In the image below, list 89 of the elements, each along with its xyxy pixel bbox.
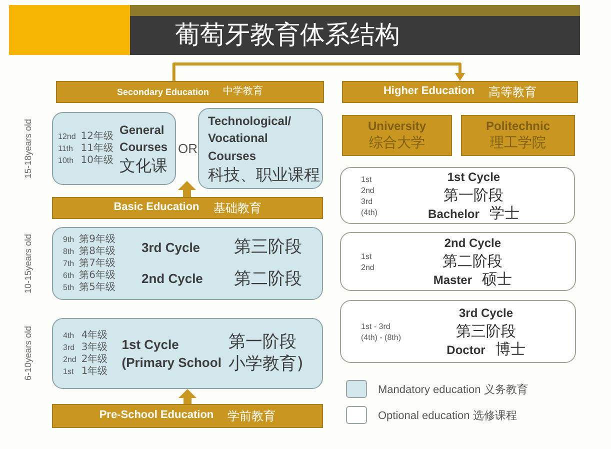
- grade-label: 1st - 3rd: [361, 320, 392, 332]
- level-bar: [342, 81, 578, 103]
- grade-label: 2nd: [361, 262, 374, 272]
- grade-label: 10年级: [80, 154, 114, 166]
- degree-name: Bachelor: [428, 206, 480, 222]
- level-title: Secondary Education: [116, 86, 210, 98]
- cycle-name: 3rd Cycle: [458, 305, 514, 322]
- level-bar: [52, 404, 323, 428]
- degree-name: 学士: [489, 204, 520, 222]
- grade-label: 12nd: [58, 130, 76, 142]
- level-title: 高等教育: [488, 84, 537, 100]
- grade-label: 9th: [63, 234, 74, 246]
- cycle-name: 第一阶段: [444, 186, 504, 204]
- legend-label: Mandatory education 义务教育: [378, 382, 528, 396]
- level-title: 基础教育: [213, 200, 262, 216]
- grade-label: 2nd: [63, 354, 76, 366]
- grade-label: 11年级: [80, 142, 114, 154]
- stage-box: [52, 227, 323, 300]
- level-title: Pre-School Education: [99, 409, 214, 423]
- grade-label: 4th: [63, 330, 76, 342]
- level-title: 中学教育: [223, 86, 264, 98]
- course-name: General Courses: [120, 122, 169, 156]
- grade-label: 2年级: [81, 354, 108, 366]
- grade-label: 10th: [58, 154, 75, 166]
- degree-box: [340, 232, 576, 291]
- cycle-name: 第二阶段: [442, 252, 503, 270]
- grade-label: 5th: [63, 282, 74, 294]
- grade-label: 3rd: [63, 342, 76, 354]
- level-bar: [52, 197, 323, 219]
- cycle-name: 第一阶段小学教育): [228, 332, 304, 375]
- grade-label: 第9年级: [79, 234, 116, 246]
- grade-label: 第5年级: [79, 282, 116, 294]
- institution-name: 理工学院: [490, 134, 546, 152]
- cycle-name: 第二阶段: [234, 268, 302, 290]
- grade-label: 8th: [63, 246, 74, 258]
- stage-box: [52, 112, 176, 185]
- grade-label: 1年级: [81, 366, 108, 378]
- level-title: Basic Education: [114, 201, 200, 215]
- institution-name: University: [368, 118, 426, 134]
- level-title: Higher Education: [383, 85, 475, 99]
- grade-label: 6th: [63, 270, 74, 282]
- institution-box: [461, 115, 575, 156]
- grade-label: (4th) - (8th): [361, 332, 402, 342]
- course-name: 文化课: [120, 156, 168, 176]
- age-label: 10-15years old: [24, 234, 34, 294]
- or-label: OR: [178, 142, 198, 155]
- grade-label: 3rd: [361, 196, 374, 206]
- age-label: 15-18years old: [24, 119, 34, 179]
- stage-box: [198, 108, 323, 189]
- grade-label: (4th): [361, 206, 378, 218]
- cycle-name: 3rd Cycle: [142, 239, 200, 257]
- block-arrow: [178, 181, 196, 197]
- institution-box: [342, 115, 452, 156]
- cycle-name: 1st Cycle (Primary School: [122, 336, 222, 372]
- course-name: Technological/ Vocational Courses: [208, 112, 292, 165]
- connector-arrow: [172, 62, 465, 81]
- grade-label: 第6年级: [79, 270, 116, 282]
- level-bar: [56, 81, 324, 103]
- institution-name: Politechnic: [486, 118, 550, 134]
- course-name: 科技、职业课程: [208, 164, 320, 184]
- title: 葡萄牙教育体系结构: [175, 21, 400, 50]
- degree-name: 博士: [495, 340, 526, 358]
- grade-label: 1st: [63, 366, 75, 378]
- institution-name: 综合大学: [369, 134, 425, 152]
- grade-label: 第8年级: [79, 246, 116, 258]
- level-title: 学前教育: [228, 408, 276, 424]
- grade-label: 12年级: [80, 130, 114, 142]
- grade-label: 1st: [361, 250, 373, 262]
- grade-label: 2nd: [361, 184, 376, 196]
- grade-label: 7th: [63, 258, 74, 270]
- cycle-name: 第三阶段: [456, 322, 516, 340]
- grade-label: 4年级: [81, 330, 108, 342]
- degree-name: Doctor: [446, 342, 486, 358]
- stage-box: [52, 318, 323, 389]
- degree-name: 硕士: [482, 270, 512, 288]
- age-label: 6-10years old: [24, 326, 34, 381]
- grade-label: 3年级: [81, 342, 108, 354]
- cycle-name: 2nd Cycle: [142, 270, 203, 288]
- degree-name: Master: [433, 272, 472, 288]
- cycle-name: 第三阶段: [234, 237, 302, 258]
- legend-label: Optional education 选修课程: [378, 408, 517, 422]
- grade-label: 1st: [361, 174, 373, 184]
- degree-box: [340, 300, 576, 363]
- grade-label: 第7年级: [79, 258, 116, 270]
- block-arrow: [178, 389, 196, 404]
- grade-label: 11th: [58, 142, 74, 154]
- degree-box: [340, 167, 575, 224]
- cycle-name: 2nd Cycle: [444, 235, 502, 252]
- cycle-name: 1st Cycle: [447, 169, 500, 186]
